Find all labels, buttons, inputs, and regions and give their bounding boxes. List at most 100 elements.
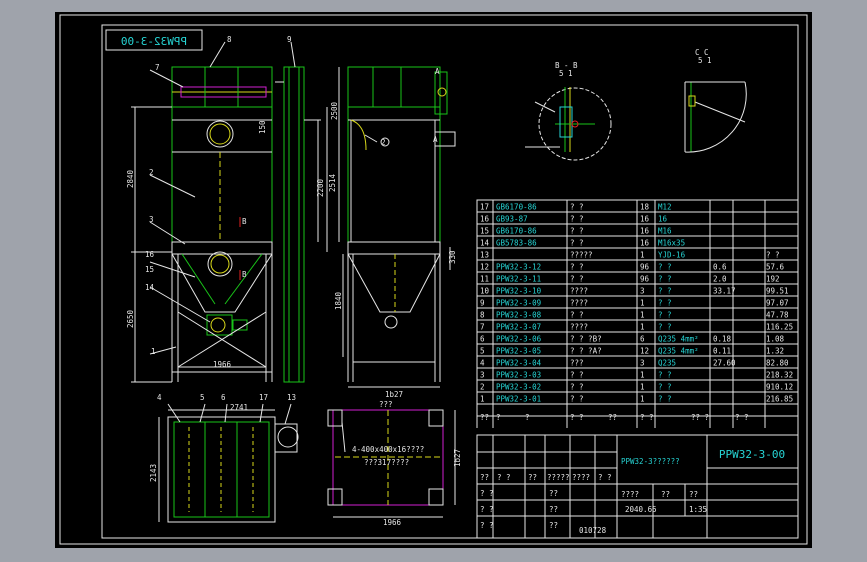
- parts-cell-qty: 1: [640, 395, 645, 404]
- parts-cell-qty: 1: [640, 323, 645, 332]
- tb-r1-2: ??: [528, 473, 537, 482]
- parts-cell-mat: M12: [658, 203, 672, 212]
- parts-cell-code: PPW32-3-06: [496, 335, 542, 344]
- section-b-marker: B: [242, 217, 247, 226]
- parts-cell-name: ? ?: [570, 275, 584, 284]
- parts-cell-name: ? ? ?B?: [570, 335, 602, 344]
- parts-cell-no: 9: [480, 299, 485, 308]
- parts-cell-qty: 16: [640, 215, 650, 224]
- plan-height-dim: 2143: [149, 464, 158, 482]
- inner-border: [101, 24, 799, 539]
- tb-left-1: ? ?: [480, 489, 494, 498]
- parts-header-cell: ? ?: [570, 413, 584, 422]
- side-vert-dim: 2500: [330, 101, 339, 120]
- section-bb-scale: 5 1: [559, 69, 573, 78]
- parts-cell-qty: 18: [640, 203, 650, 212]
- parts-cell-no: 4: [480, 359, 485, 368]
- parts-cell-name: ? ?: [570, 395, 584, 404]
- parts-cell-t: 57.6: [766, 263, 785, 272]
- parts-header-cell: ?: [525, 413, 530, 422]
- parts-cell-no: 7: [480, 323, 485, 332]
- parts-cell-t: ? ?: [766, 251, 780, 260]
- parts-cell-no: 3: [480, 371, 485, 380]
- parts-cell-code: PPW32-3-03: [496, 371, 541, 380]
- parts-cell-mat: ? ?: [658, 275, 672, 284]
- parts-cell-code: GB93-87: [496, 215, 528, 224]
- parts-header-cell: ?? ?: [691, 413, 709, 422]
- parts-cell-qty: 96: [640, 275, 650, 284]
- tb-r1-1: ? ?: [497, 473, 511, 482]
- table-row: 7 PPW32-3-07???? 1 ? ? 116.25: [480, 323, 793, 332]
- parts-cell-mat: ? ?: [658, 323, 672, 332]
- parts-cell-u: 0.11: [713, 347, 731, 356]
- mirror-title-box: [105, 29, 203, 51]
- parts-cell-no: 5: [480, 347, 485, 356]
- tb-r4-4: ??: [549, 521, 558, 530]
- parts-header-cell: ??: [608, 413, 617, 422]
- weight-value: 2040.65: [625, 505, 657, 514]
- base-plan-labels: ??? 4-400x400x16???? ???317???? 1966 1b2…: [352, 400, 462, 527]
- mass-hdr-2: ??: [661, 490, 670, 499]
- parts-cell-t: 82.80: [766, 359, 789, 368]
- parts-cell-code: PPW32-3-10: [496, 287, 542, 296]
- section-a-marker: A: [435, 67, 440, 76]
- parts-cell-t: 1.32: [766, 347, 784, 356]
- parts-cell-no: 14: [480, 239, 490, 248]
- base-note-1: 4-400x400x16????: [352, 445, 424, 454]
- front-width-dim: 1966: [213, 360, 232, 369]
- drawing-number: PPW32-3-00: [719, 448, 785, 461]
- parts-cell-qty: 1: [640, 299, 645, 308]
- parts-cell-code: PPW32-3-01: [496, 395, 541, 404]
- parts-cell-qty: 3: [640, 287, 645, 296]
- plan-view-labels: 4 5 6 17 13 2741 2143: [149, 393, 296, 482]
- parts-cell-no: 2: [480, 383, 485, 392]
- leader-2: 2: [149, 168, 154, 177]
- parts-cell-code: GB5783-86: [496, 239, 537, 248]
- parts-cell-mat: M16x35: [658, 239, 685, 248]
- plan-width-dim: 2741: [230, 403, 248, 412]
- parts-cell-name: ? ?: [570, 263, 584, 272]
- parts-cell-code: GB6170-86: [496, 203, 537, 212]
- parts-cell-name: ? ?: [570, 239, 584, 248]
- parts-cell-qty: 1: [640, 371, 645, 380]
- leader-7: 7: [155, 63, 160, 72]
- parts-cell-name: ????: [570, 287, 588, 296]
- parts-cell-code: PPW32-3-04: [496, 359, 542, 368]
- parts-cell-no: 16: [480, 215, 490, 224]
- parts-cell-name: ? ?: [570, 203, 584, 212]
- parts-cell-name: ? ?: [570, 383, 584, 392]
- section-bb: B - B 5 1: [525, 61, 612, 161]
- parts-cell-code: PPW32-3-07: [496, 323, 541, 332]
- scale-value: 1:35: [689, 505, 707, 514]
- parts-cell-t: 1.08: [766, 335, 785, 344]
- tb-r3-4: ??: [549, 505, 558, 514]
- parts-cell-mat: Q235 4mm²: [658, 347, 699, 356]
- parts-cell-qty: 96: [640, 263, 650, 272]
- parts-cell-qty: 1: [640, 383, 645, 392]
- parts-cell-t: 216.85: [766, 395, 793, 404]
- drawing-sheet: PPW32-3-00: [55, 12, 812, 548]
- parts-cell-t: 116.25: [766, 323, 793, 332]
- parts-cell-no: 15: [480, 227, 489, 236]
- leader-3: 3: [149, 215, 154, 224]
- front-top-gap-dim: 150: [258, 120, 267, 134]
- leader-9: 9: [287, 35, 292, 44]
- parts-cell-qty: 16: [640, 227, 650, 236]
- parts-header-cell: ? ?: [735, 413, 749, 422]
- parts-cell-t: 192: [766, 275, 780, 284]
- parts-cell-name: ????: [570, 323, 588, 332]
- parts-cell-code: PPW32-3-05: [496, 347, 541, 356]
- side-leader-2: 2: [381, 138, 386, 147]
- leader-14: 14: [145, 283, 155, 292]
- parts-cell-u: 33.17: [713, 287, 736, 296]
- parts-cell-mat: Q235 4mm²: [658, 335, 699, 344]
